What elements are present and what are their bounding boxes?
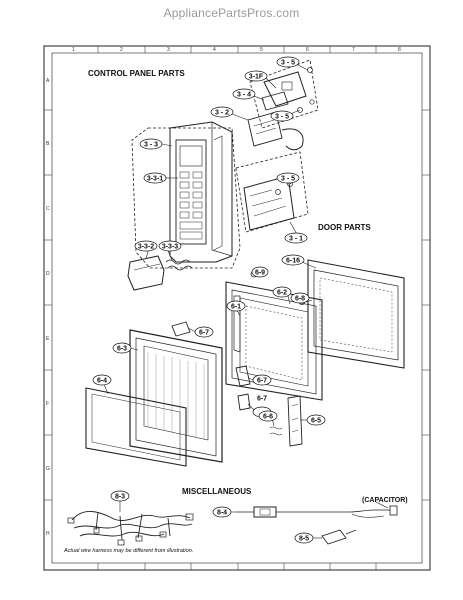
callout-label: 8-3 bbox=[115, 494, 125, 501]
section-door: DOOR PARTS bbox=[318, 223, 371, 232]
misc-group bbox=[67, 500, 398, 546]
control-panel-dashed-outline bbox=[131, 127, 241, 269]
control-panel-group bbox=[127, 59, 319, 291]
door-window bbox=[143, 345, 209, 441]
tick-label: 3 bbox=[167, 47, 170, 53]
callout-label: 6-7 bbox=[257, 396, 267, 403]
callout-label: 6-5 bbox=[311, 418, 321, 425]
callout-label: 6-7 bbox=[199, 330, 209, 337]
site-title: AppliancePartsPros.com bbox=[163, 6, 300, 20]
callout-label: 3-3-2 bbox=[138, 244, 154, 251]
callouts bbox=[92, 56, 326, 544]
tick-label: C bbox=[46, 206, 50, 212]
callout-label: 3 - 1 bbox=[289, 236, 303, 243]
callout-label: 6-8 bbox=[295, 296, 305, 303]
border-ticks bbox=[44, 46, 430, 570]
latch-head bbox=[237, 393, 251, 411]
latch-head bbox=[235, 365, 251, 387]
door-open-button bbox=[127, 255, 165, 291]
diagram-frame bbox=[43, 45, 431, 571]
tick-label: 5 bbox=[260, 47, 263, 53]
callout-label: 3-3-1 bbox=[147, 176, 163, 183]
tick-label: 6 bbox=[306, 47, 309, 53]
callout-label: 6-3 bbox=[117, 346, 127, 353]
tick-label: G bbox=[46, 466, 50, 472]
callout-label: 3 - 5 bbox=[275, 114, 289, 121]
thermal-connector bbox=[321, 529, 347, 545]
tick-label: 1 bbox=[72, 47, 75, 53]
callout-label: 3 - 4 bbox=[237, 92, 251, 99]
tick-label: A bbox=[46, 78, 50, 84]
door-front bbox=[129, 329, 223, 463]
latch-lever bbox=[287, 395, 303, 447]
wire-harness bbox=[71, 511, 193, 541]
button-spring bbox=[165, 259, 193, 271]
tick-label: 4 bbox=[213, 47, 216, 53]
top-bracket-dashed-outline bbox=[249, 59, 319, 129]
callout-label: 6-6 bbox=[263, 414, 273, 421]
tick-label: D bbox=[46, 271, 50, 277]
control-unit-dashed-outline bbox=[235, 151, 309, 233]
door-outer-panel bbox=[85, 387, 187, 467]
callout-label: 8-4 bbox=[217, 510, 227, 517]
callout-label: 6-9 bbox=[255, 270, 265, 277]
capacitor-label: (CAPACITOR) bbox=[362, 497, 408, 504]
latch-head bbox=[171, 321, 191, 337]
capacitor-fuse bbox=[253, 506, 277, 518]
tick-label: 2 bbox=[120, 47, 123, 53]
callout-label: 3 - 5 bbox=[281, 60, 295, 67]
display-lens bbox=[261, 91, 289, 111]
callout-label: 6-2 bbox=[277, 290, 287, 297]
callout-label: 6-7 bbox=[257, 378, 267, 385]
callout-label: 3-3-3 bbox=[162, 244, 178, 251]
harness-connectors bbox=[67, 513, 194, 546]
capacitor-lead bbox=[276, 509, 390, 513]
callout-label: 8-5 bbox=[299, 536, 309, 543]
callout-label: 6-16 bbox=[286, 258, 300, 265]
tick-label: E bbox=[46, 336, 50, 342]
callout-label: 3-1F bbox=[249, 74, 264, 81]
top-bracket bbox=[263, 71, 307, 107]
tick-label: H bbox=[46, 531, 50, 537]
display-board bbox=[247, 111, 283, 147]
tick-label: 7 bbox=[352, 47, 355, 53]
tick-label: F bbox=[46, 401, 49, 407]
latch-spring bbox=[269, 426, 283, 436]
callout-label: 3 - 2 bbox=[215, 110, 229, 117]
door-group bbox=[85, 259, 405, 467]
control-unit-board bbox=[243, 175, 295, 231]
ribbon-cable bbox=[281, 128, 304, 151]
callout-label: 6-1 bbox=[231, 304, 241, 311]
callout-label: 6-4 bbox=[97, 378, 107, 385]
diagram-frame-inner bbox=[51, 52, 423, 564]
callout-label: 3 - 3 bbox=[144, 142, 158, 149]
keypad-membrane bbox=[175, 139, 207, 245]
tick-label: B bbox=[46, 141, 50, 147]
callout-label: 3 - 5 bbox=[281, 176, 295, 183]
tick-label: 8 bbox=[398, 47, 401, 53]
section-control-panel: CONTROL PANEL PARTS bbox=[88, 69, 185, 78]
section-misc: MISCELLANEOUS bbox=[182, 487, 252, 496]
harness-note: Actual wire harness may be different fro… bbox=[63, 548, 193, 554]
